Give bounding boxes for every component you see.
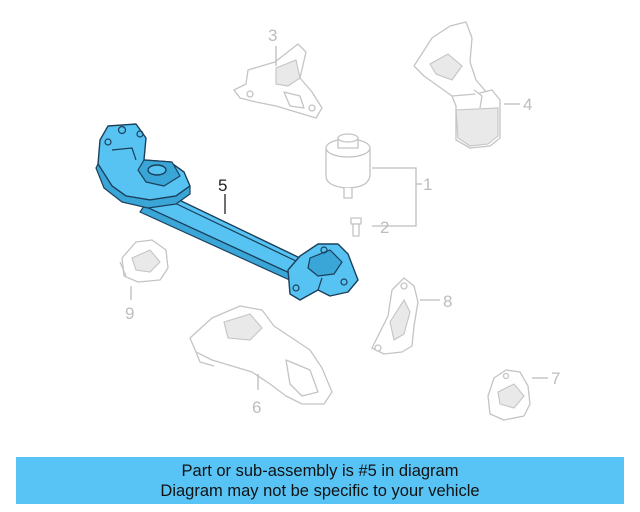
part-4-mount[interactable] [413,21,501,149]
banner-line-1: Part or sub-assembly is #5 in diagram [181,462,459,480]
info-banner: Part or sub-assembly is #5 in diagram Di… [16,457,624,504]
callout-8: 8 [443,292,452,311]
part-8-bracket[interactable] [371,277,419,355]
part-1-engine-mount[interactable] [325,133,371,199]
part-7-mount[interactable] [487,369,531,421]
callout-6: 6 [252,398,261,417]
callout-5: 5 [218,176,227,195]
part-2-bolt[interactable] [350,217,362,237]
callout-2: 2 [380,218,389,237]
part-3-bracket[interactable] [233,43,323,119]
callout-7: 7 [551,369,560,388]
part-6-bracket[interactable] [189,305,333,405]
leader-1 [372,167,417,227]
callout-4: 4 [523,95,532,114]
callout-9: 9 [125,304,134,323]
part-5-crossmember[interactable] [95,123,359,301]
banner-line-2: Diagram may not be specific to your vehi… [160,482,480,500]
part-9-mount[interactable] [119,239,169,283]
callout-3: 3 [268,26,277,45]
parts-diagram: 3 4 1 2 [95,21,560,421]
callout-1: 1 [423,175,432,194]
